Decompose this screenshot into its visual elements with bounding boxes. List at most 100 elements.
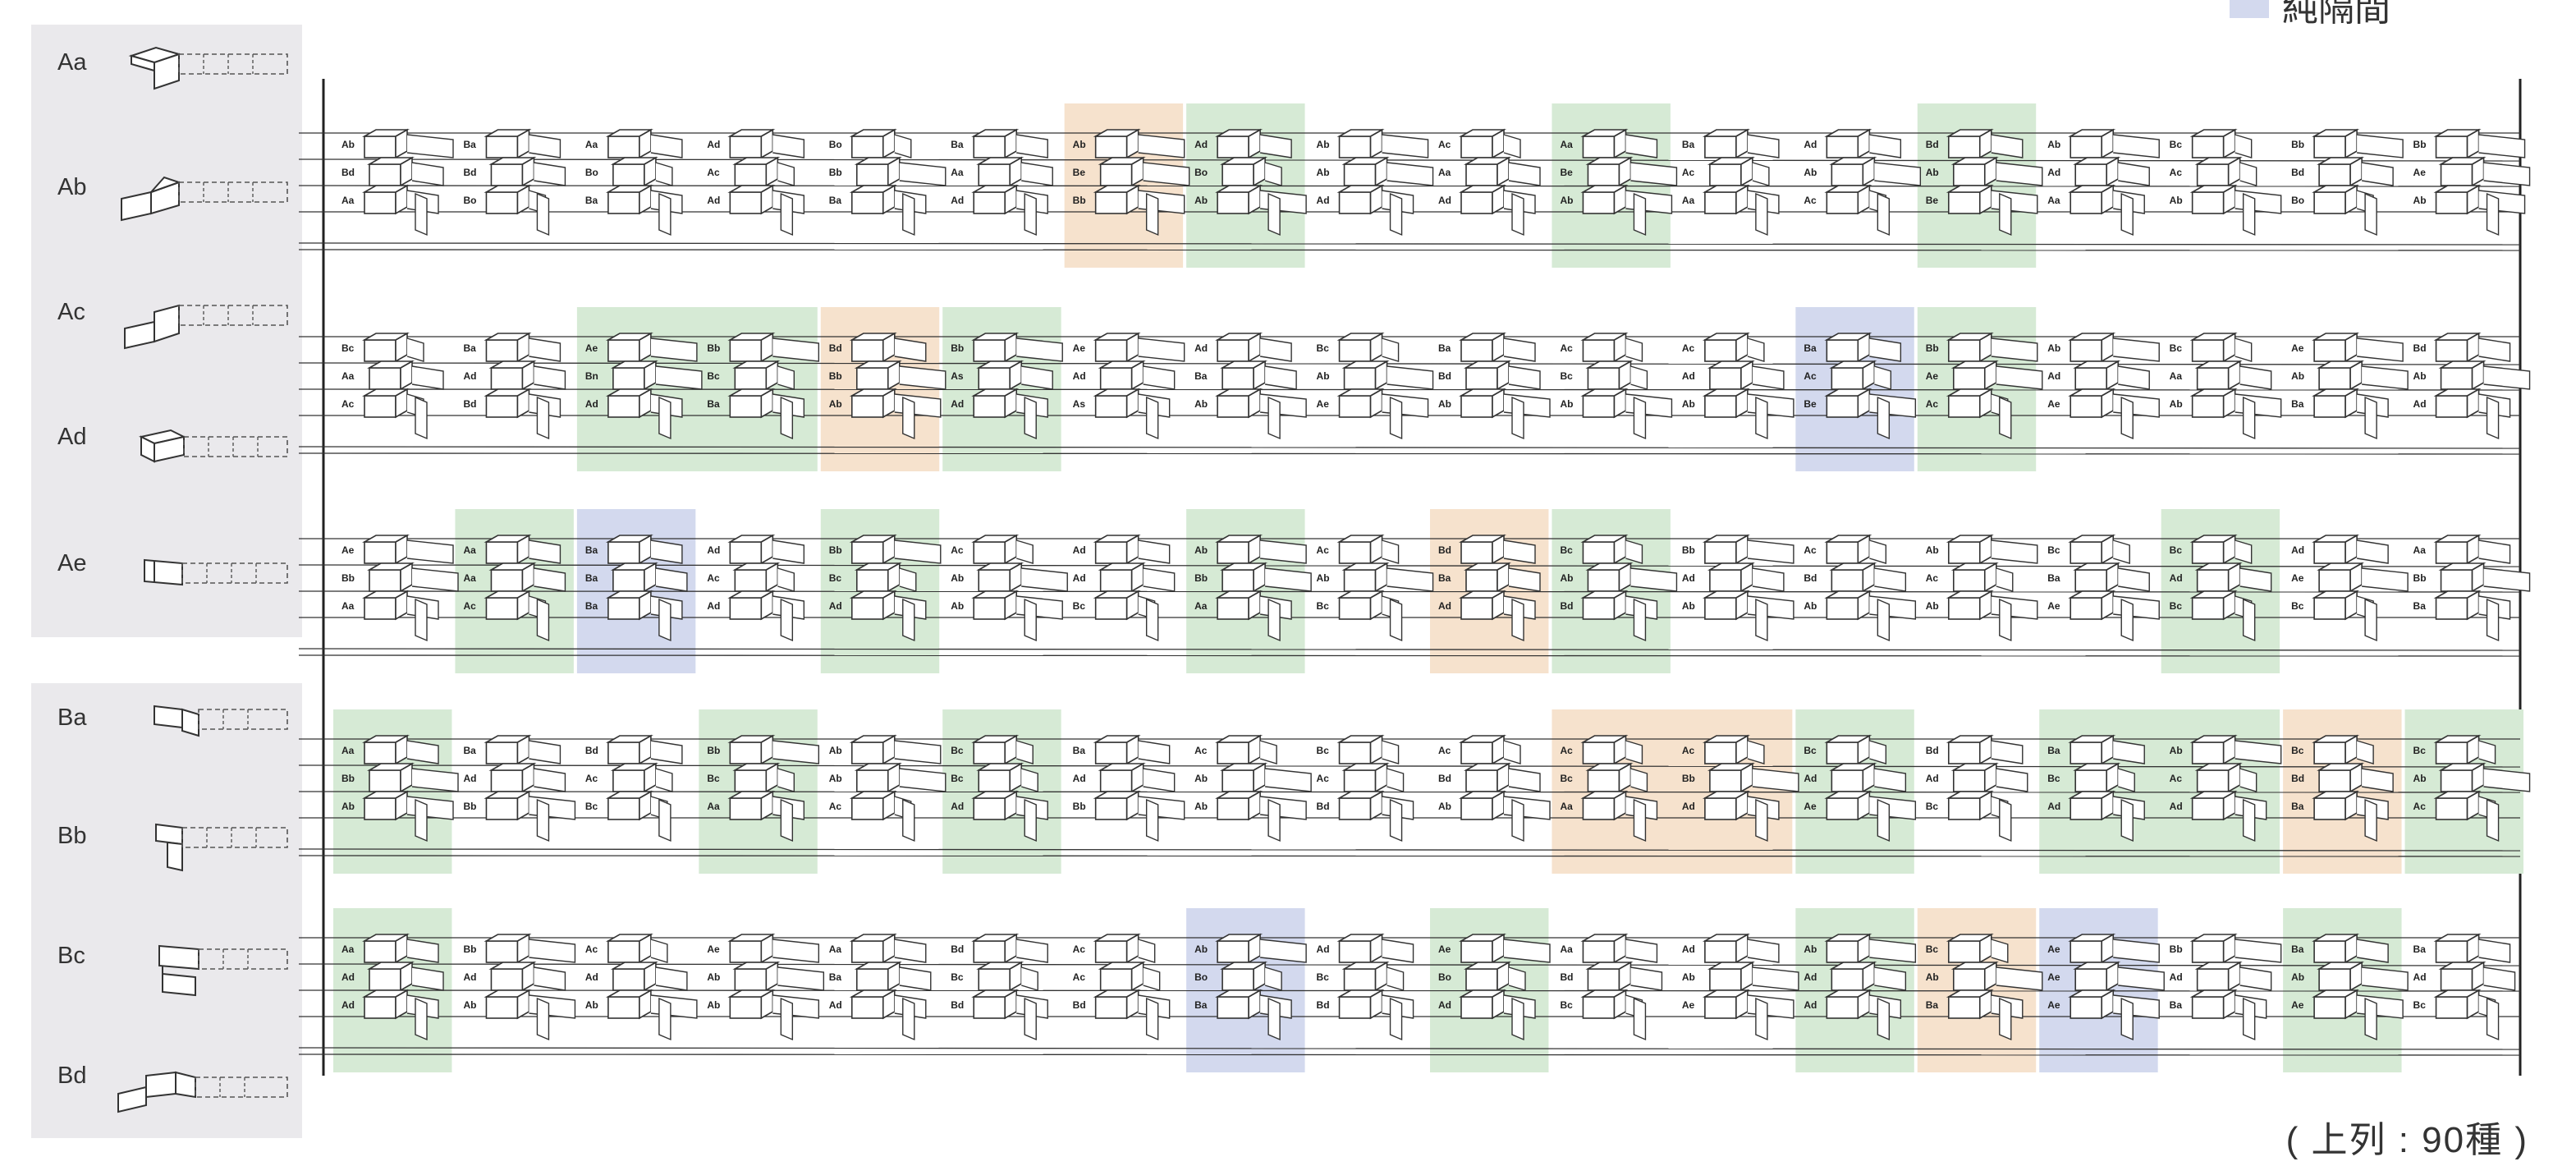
module-box <box>485 339 519 362</box>
module-box <box>734 163 768 186</box>
module-code-label: Bd <box>463 398 476 410</box>
module-box <box>1094 541 1128 564</box>
module-box <box>2318 769 2351 792</box>
module-code-label: Bc <box>2170 600 2183 612</box>
module-wall <box>1869 337 1902 362</box>
module-top <box>976 360 1024 369</box>
module-code-label: Bn <box>585 370 598 382</box>
module-box <box>1094 339 1128 362</box>
module-box <box>485 940 519 963</box>
module-box <box>490 163 524 186</box>
module-top <box>1824 129 1872 137</box>
module-top <box>2433 590 2482 599</box>
module-box <box>1826 541 1859 564</box>
module-code-label: Bb <box>951 342 964 354</box>
module-code-label: Ab <box>1194 195 1208 206</box>
module-box <box>2435 597 2468 620</box>
module-top <box>1580 934 1629 942</box>
module-box <box>1338 339 1372 362</box>
module-box <box>1587 367 1620 390</box>
module-top <box>2189 791 2238 799</box>
module-wall <box>1503 134 1521 158</box>
module-top <box>1458 735 1507 743</box>
module-code-label: Ab <box>1804 943 1817 955</box>
module-box <box>850 940 884 963</box>
module-box <box>2318 163 2351 186</box>
module-code-label: Aa <box>707 801 720 812</box>
module-top <box>1946 388 1994 397</box>
module-top <box>1580 333 1629 341</box>
module-wall <box>1508 365 1541 390</box>
module-partition <box>536 598 550 642</box>
module-code-label: Ad <box>1926 773 1939 784</box>
module-box <box>485 741 519 764</box>
module-code-label: Ae <box>2291 999 2304 1011</box>
module-top <box>1950 962 1999 970</box>
module-code-label: Ae <box>2047 943 2060 955</box>
module-top <box>2312 185 2360 193</box>
module-box <box>1952 769 1986 792</box>
module-top <box>1580 185 1629 193</box>
module-box <box>364 191 396 214</box>
module-ab-icon <box>121 176 288 222</box>
module-wall <box>1387 567 1434 592</box>
legend-item-bc: Bc <box>31 943 302 1008</box>
module-box <box>607 597 640 620</box>
module-box <box>729 597 763 620</box>
module-top <box>605 185 653 193</box>
module-partition <box>1755 598 1768 642</box>
module-wall <box>899 768 947 792</box>
module-code-label: Bo <box>2291 195 2304 206</box>
module-top <box>1093 735 1141 743</box>
module-partition <box>1267 798 1281 842</box>
module-box <box>2440 968 2473 991</box>
module-wall <box>1387 162 1434 186</box>
module-top <box>488 562 537 571</box>
module-code-label: Aa <box>463 572 476 584</box>
module-top <box>1946 590 1994 599</box>
module-top <box>484 934 532 942</box>
module-box <box>2070 395 2103 418</box>
module-box <box>369 968 401 991</box>
module-wall <box>2113 393 2160 418</box>
module-box <box>2313 135 2346 158</box>
module-box <box>1582 996 1616 1019</box>
module-wall <box>1991 939 2009 963</box>
module-code-label: Ad <box>2047 167 2060 178</box>
module-box <box>1582 395 1616 418</box>
module-box <box>1222 769 1254 792</box>
module-top <box>484 535 532 543</box>
module-code-label: Bc <box>2413 999 2427 1011</box>
module-top <box>1458 590 1507 599</box>
module-code-label: Ba <box>2047 745 2060 756</box>
module-code-label: Ac <box>2170 167 2183 178</box>
module-code-label: Aa <box>585 139 598 150</box>
module-wall <box>1752 567 1785 592</box>
legend-item-bd: Bd <box>31 1063 302 1128</box>
module-code-label: Ac <box>2413 801 2427 812</box>
module-code-label: Ad <box>2170 971 2183 983</box>
module-box <box>2070 541 2103 564</box>
module-code-label: Ab <box>1682 971 1695 983</box>
module-code-label: Ae <box>707 943 720 955</box>
module-code-label: Ad <box>1438 195 1451 206</box>
module-code-label: Be <box>1560 167 1573 178</box>
module-partition <box>1755 192 1768 236</box>
module-box <box>2435 940 2468 963</box>
module-code-label: Ac <box>829 801 842 812</box>
module-box <box>729 339 763 362</box>
module-code-label: Ae <box>2047 600 2060 612</box>
module-top <box>2194 360 2243 369</box>
module-box <box>973 996 1006 1019</box>
module-partition <box>1389 598 1403 642</box>
module-wall <box>894 337 927 362</box>
module-wall <box>650 939 668 963</box>
module-code-label: Bb <box>463 943 476 955</box>
module-partition <box>1999 997 2012 1041</box>
module-code-label: Ad <box>1194 139 1208 150</box>
legend-code-label: Ac <box>57 299 85 325</box>
